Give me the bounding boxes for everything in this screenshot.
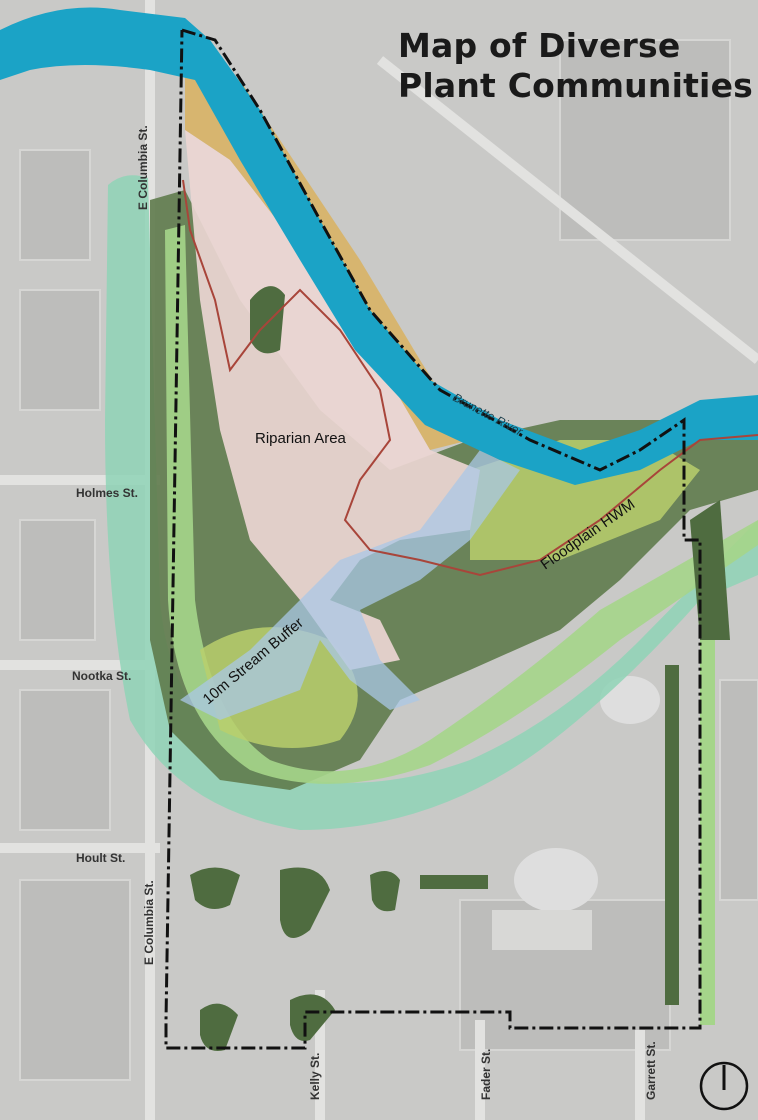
street-label-garrett: Garrett St.: [644, 1041, 658, 1100]
stream-buffer-zone: [180, 450, 520, 720]
sports-field-2: [600, 676, 660, 724]
yellow-green-zone: [200, 440, 700, 748]
light-green-strip-east: [700, 540, 715, 1025]
map-title: Map of Diverse Plant Communities: [398, 26, 753, 106]
aerial-blocks: [19, 39, 758, 1081]
street-label-holmes: Holmes St.: [76, 486, 138, 500]
aqua-buffer-zone: [105, 175, 758, 830]
map-title-line-1: Map of Diverse: [398, 26, 681, 65]
street-label-hoult: Hoult St.: [76, 851, 125, 865]
north-arrow-icon: [699, 1061, 749, 1111]
map-title-line-2: Plant Communities: [398, 66, 753, 105]
field-rect: [492, 910, 592, 950]
brunette-river: [0, 7, 758, 485]
site-boundary: [164, 28, 702, 1050]
street-label-e-columbia-bottom: E Columbia St.: [142, 880, 156, 965]
sports-field-1: [514, 848, 598, 912]
street-label-e-columbia-top: E Columbia St.: [136, 125, 150, 210]
street-label-nootka: Nootka St.: [72, 669, 131, 683]
street-label-fader: Fader St.: [479, 1049, 493, 1100]
riparian-area-label: Riparian Area: [255, 430, 347, 447]
floodplain-hwm-line: [182, 179, 758, 577]
light-green-zone: [165, 225, 758, 784]
street-label-kelly: Kelly St.: [308, 1053, 322, 1100]
dark-patches: [190, 286, 730, 1051]
riparian-zone: [185, 130, 480, 670]
